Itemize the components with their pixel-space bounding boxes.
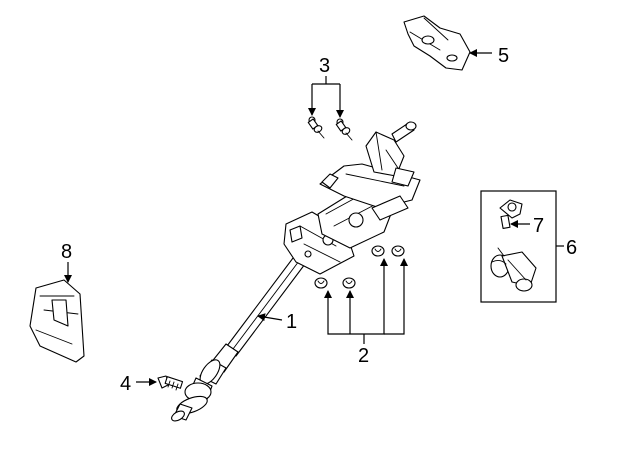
callout-2: 2 (358, 345, 369, 367)
clip-4 (391, 245, 405, 257)
leader-lines (64, 49, 564, 386)
leader-2c (362, 258, 388, 335)
clip-3 (371, 245, 385, 257)
lock-cylinder (490, 247, 537, 292)
bolt-right (335, 118, 353, 141)
clip-2 (342, 277, 356, 289)
switch-part-7 (499, 199, 523, 229)
bolt-left (307, 116, 325, 139)
bolt-part-4 (157, 375, 184, 391)
cover-part-8 (29, 279, 85, 363)
clip-1 (314, 277, 328, 289)
callout-5: 5 (498, 45, 509, 67)
leader-1 (257, 313, 283, 322)
callout-7: 7 (533, 215, 544, 237)
steering-column-assembly (171, 121, 421, 422)
bracket-part-5 (403, 15, 471, 71)
callout-4: 4 (120, 373, 131, 395)
callout-8: 8 (61, 241, 72, 263)
callout-6: 6 (566, 237, 577, 259)
callout-1: 1 (286, 311, 297, 333)
leader-2a (324, 290, 362, 335)
leader-2d (384, 258, 408, 335)
callout-3: 3 (319, 55, 330, 77)
